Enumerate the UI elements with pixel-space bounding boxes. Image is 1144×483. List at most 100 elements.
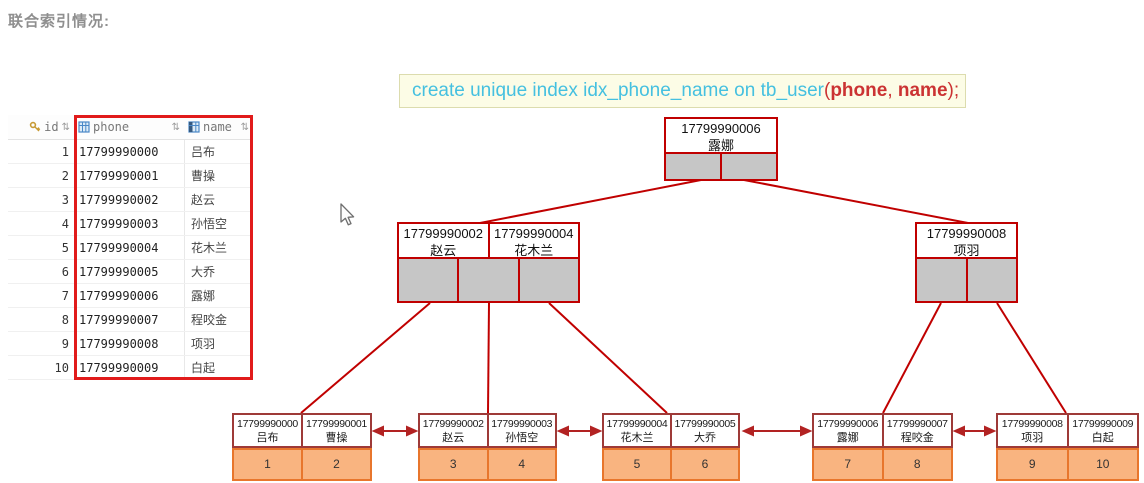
tree-edge xyxy=(487,302,490,414)
arrowhead-left-icon xyxy=(741,425,754,437)
pointer-cell xyxy=(720,154,776,179)
key-phone: 17799990004 xyxy=(493,226,574,241)
cell-name[interactable]: 白起 xyxy=(184,356,253,379)
leaf-key-name: 赵云 xyxy=(442,432,465,444)
key-phone: 17799990006 xyxy=(681,121,761,136)
column-header-name[interactable]: name ⇅ xyxy=(184,115,253,139)
cell-id[interactable]: 6 xyxy=(61,265,69,279)
key-cell: 17799990006 露娜 xyxy=(666,119,776,153)
cell-id[interactable]: 2 xyxy=(61,169,69,183)
leaf-id-cell: 3 xyxy=(449,457,457,471)
cell-id[interactable]: 8 xyxy=(61,313,69,327)
leaf-key-name: 程咬金 xyxy=(900,432,934,444)
tree-edge xyxy=(300,302,431,414)
sql-statement: create unique index idx_phone_name on tb… xyxy=(399,74,966,108)
leaf-id-cell: 7 xyxy=(844,457,852,471)
leaf-id-cell: 9 xyxy=(1028,457,1036,471)
cell-phone[interactable]: 17799990007 xyxy=(74,308,184,331)
sort-icon[interactable]: ⇅ xyxy=(61,121,70,133)
db-table: id ⇅ phone ⇅ name ⇅ 1 17799990000 吕布 2 1… xyxy=(8,115,253,380)
leaf-key-name: 白起 xyxy=(1091,432,1114,444)
column-header-id[interactable]: id ⇅ xyxy=(8,115,74,139)
internal-key-row: 17799990008 项羽 xyxy=(915,222,1018,259)
cell-phone[interactable]: 17799990008 xyxy=(74,332,184,355)
leaf-id-row: 7 8 xyxy=(812,448,953,481)
cell-id[interactable]: 10 xyxy=(54,361,69,375)
btree-leaf-node: 17799990006 露娜 17799990007 程咬金 7 8 xyxy=(812,413,953,481)
leaf-id-cell: 2 xyxy=(301,450,370,479)
key-cell: 17799990004 花木兰 xyxy=(487,224,579,258)
cell-id[interactable]: 3 xyxy=(61,193,69,207)
leaf-key-name: 大乔 xyxy=(694,432,716,444)
tree-edge xyxy=(743,179,969,224)
pointer-cell xyxy=(399,259,458,301)
leaf-key-row: 17799990006 露娜 17799990007 程咬金 xyxy=(812,413,953,448)
mouse-cursor-icon xyxy=(340,203,355,226)
sql-close: ); xyxy=(947,80,960,101)
leaf-key-phone: 17799990006 xyxy=(817,418,879,430)
table-row[interactable]: 7 17799990006 露娜 xyxy=(8,284,253,308)
table-row[interactable]: 5 17799990004 花木兰 xyxy=(8,236,253,260)
cell-phone[interactable]: 17799990005 xyxy=(74,260,184,283)
leaf-id-cell: 1 xyxy=(264,457,271,471)
leaf-key-name: 花木兰 xyxy=(620,432,654,444)
table-row[interactable]: 4 17799990003 孙悟空 xyxy=(8,212,253,236)
cell-id[interactable]: 9 xyxy=(61,337,69,351)
cell-name[interactable]: 程咬金 xyxy=(184,308,253,331)
sort-icon[interactable]: ⇅ xyxy=(171,121,180,133)
cell-name[interactable]: 花木兰 xyxy=(184,236,253,259)
leaf-key-phone: 17799990008 xyxy=(1001,418,1063,430)
cell-id[interactable]: 7 xyxy=(61,289,69,303)
cell-phone[interactable]: 17799990009 xyxy=(74,356,184,379)
leaf-key-row: 17799990008 项羽 17799990009 白起 xyxy=(996,413,1139,448)
cell-name[interactable]: 项羽 xyxy=(184,332,253,355)
cell-id[interactable]: 5 xyxy=(61,241,69,255)
table-row[interactable]: 9 17799990008 项羽 xyxy=(8,332,253,356)
sort-icon[interactable]: ⇅ xyxy=(240,121,249,133)
leaf-key-row: 17799990000 吕布 17799990001 曹操 xyxy=(232,413,372,448)
leaf-key-cell: 17799990007 程咬金 xyxy=(881,415,952,446)
cell-phone[interactable]: 17799990004 xyxy=(74,236,184,259)
table-row[interactable]: 10 17799990009 白起 xyxy=(8,356,253,380)
cell-phone[interactable]: 17799990000 xyxy=(74,140,184,163)
column-header-phone[interactable]: phone ⇅ xyxy=(74,115,184,139)
leaf-key-name: 露娜 xyxy=(836,432,859,444)
cell-phone[interactable]: 17799990002 xyxy=(74,188,184,211)
sql-separator: , xyxy=(887,80,898,101)
table-row[interactable]: 6 17799990005 大乔 xyxy=(8,260,253,284)
leaf-key-name: 孙悟空 xyxy=(505,432,539,444)
tree-edge xyxy=(479,179,702,224)
key-name: 花木兰 xyxy=(514,243,554,258)
cell-id[interactable]: 4 xyxy=(61,217,69,231)
cell-name[interactable]: 曹操 xyxy=(184,164,253,187)
arrowhead-left-icon xyxy=(556,425,569,437)
leaf-id-cell: 6 xyxy=(670,450,738,479)
leaf-key-cell: 17799990001 曹操 xyxy=(301,415,370,446)
pointer-cell xyxy=(457,259,518,301)
table-row[interactable]: 2 17799990001 曹操 xyxy=(8,164,253,188)
table-row[interactable]: 1 17799990000 吕布 xyxy=(8,140,253,164)
table-row[interactable]: 8 17799990007 程咬金 xyxy=(8,308,253,332)
internal-pointer-row xyxy=(397,259,580,303)
cell-name[interactable]: 吕布 xyxy=(184,140,253,163)
cell-phone[interactable]: 17799990006 xyxy=(74,284,184,307)
table-row[interactable]: 3 17799990002 赵云 xyxy=(8,188,253,212)
cell-phone[interactable]: 17799990001 xyxy=(74,164,184,187)
internal-pointer-row xyxy=(915,259,1018,303)
cell-id[interactable]: 1 xyxy=(61,145,69,159)
arrowhead-right-icon xyxy=(406,425,419,437)
cell-name[interactable]: 露娜 xyxy=(184,284,253,307)
key-cell: 17799990008 项羽 xyxy=(917,224,1016,258)
sql-column-phone: phone xyxy=(830,80,888,101)
cell-name[interactable]: 孙悟空 xyxy=(184,212,253,235)
table-header: id ⇅ phone ⇅ name ⇅ xyxy=(8,115,253,140)
leaf-key-phone: 17799990003 xyxy=(491,418,553,430)
sql-open-paren: ( xyxy=(823,80,831,101)
cell-phone[interactable]: 17799990003 xyxy=(74,212,184,235)
arrowhead-right-icon xyxy=(984,425,997,437)
leaf-id-cell: 5 xyxy=(633,457,641,471)
cell-name[interactable]: 大乔 xyxy=(184,260,253,283)
page-title: 联合索引情况: xyxy=(8,13,110,30)
cell-name[interactable]: 赵云 xyxy=(184,188,253,211)
